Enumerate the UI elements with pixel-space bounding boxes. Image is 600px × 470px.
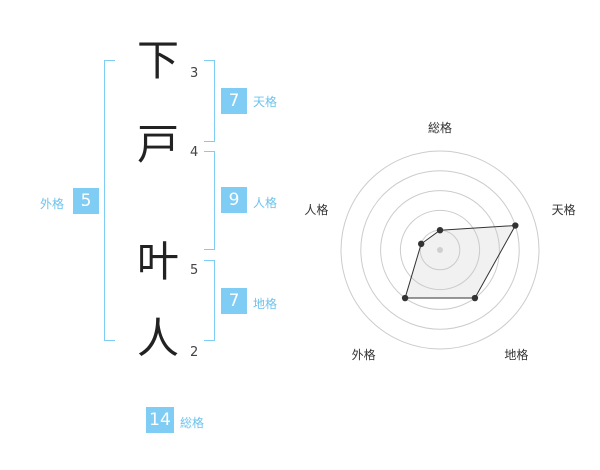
radar-grid-ring <box>399 209 481 291</box>
radar-grid-ring <box>340 150 540 350</box>
radar-axis-label-4: 外格 <box>351 348 376 363</box>
tenkaku-bracket <box>204 60 215 142</box>
gaikaku-bracket <box>104 60 115 341</box>
stroke-count-4: 2 <box>190 345 199 360</box>
name-char-2: 戸 <box>136 120 179 169</box>
radar-axis-label-3: 地格 <box>504 348 529 363</box>
soukaku-label: 総格 <box>180 416 205 430</box>
stroke-count-2: 4 <box>190 145 199 160</box>
radar-axis-label-5: 人格 <box>304 202 329 217</box>
jinkaku-badge: 9 <box>221 187 247 213</box>
radar-area <box>404 224 517 299</box>
radar-grid-ring <box>360 170 520 330</box>
radar-center <box>437 247 443 253</box>
radar-axis-label-2: 天格 <box>551 202 576 217</box>
jinkaku-label: 人格 <box>253 196 278 210</box>
name-char-4: 人 <box>136 314 179 363</box>
radar-grid-ring <box>380 190 500 310</box>
radar-point-5 <box>417 240 425 248</box>
radar-point-2 <box>512 222 519 229</box>
chikaku-label: 地格 <box>253 297 278 311</box>
tenkaku-badge: 7 <box>221 88 247 114</box>
radar-point-3 <box>471 294 479 302</box>
radar-axis-label-1: 総格 <box>428 121 453 135</box>
soukaku-badge: 14 <box>146 407 174 433</box>
gaikaku-label: 外格 <box>40 197 65 211</box>
radar-point-1 <box>436 227 444 234</box>
stroke-count-3: 5 <box>190 263 199 278</box>
name-char-3: 叶 <box>136 237 179 286</box>
stroke-count-1: 3 <box>190 66 199 81</box>
name-char-1: 下 <box>136 36 179 85</box>
chikaku-badge: 7 <box>221 288 247 314</box>
gaikaku-badge: 5 <box>73 188 99 214</box>
chikaku-bracket <box>204 260 215 341</box>
tenkaku-label: 天格 <box>253 95 278 109</box>
jinkaku-bracket <box>204 151 215 250</box>
radar-point-4 <box>401 294 409 302</box>
